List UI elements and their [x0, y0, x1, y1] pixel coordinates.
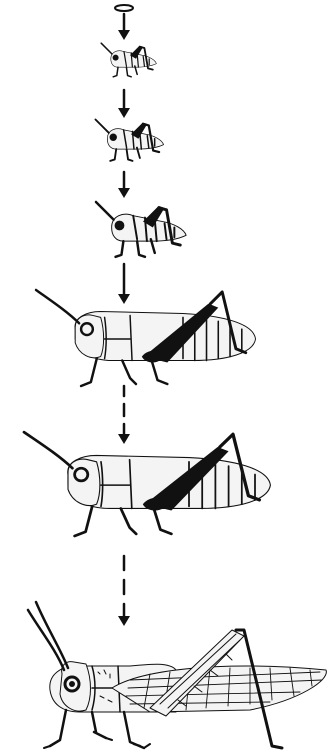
- adult-grasshopper: [28, 602, 326, 748]
- nymph-instar-4: [36, 290, 256, 386]
- nymph-instar-3: [96, 202, 186, 257]
- arrow-instar-1-to-instar-2: [118, 90, 130, 118]
- arrow-instar-5-to-adult: [118, 556, 130, 626]
- arrow-instar-2-to-instar-3: [118, 172, 130, 198]
- arrow-instar-3-to-instar-4: [118, 264, 130, 304]
- nymph-instar-5: [24, 432, 270, 536]
- nymph-instar-1: [101, 43, 156, 77]
- arrow-egg-to-instar-1: [118, 14, 130, 40]
- arrow-instar-4-to-instar-5: [118, 386, 130, 444]
- nymph-instar-2: [95, 119, 163, 160]
- egg-stage: [115, 5, 133, 11]
